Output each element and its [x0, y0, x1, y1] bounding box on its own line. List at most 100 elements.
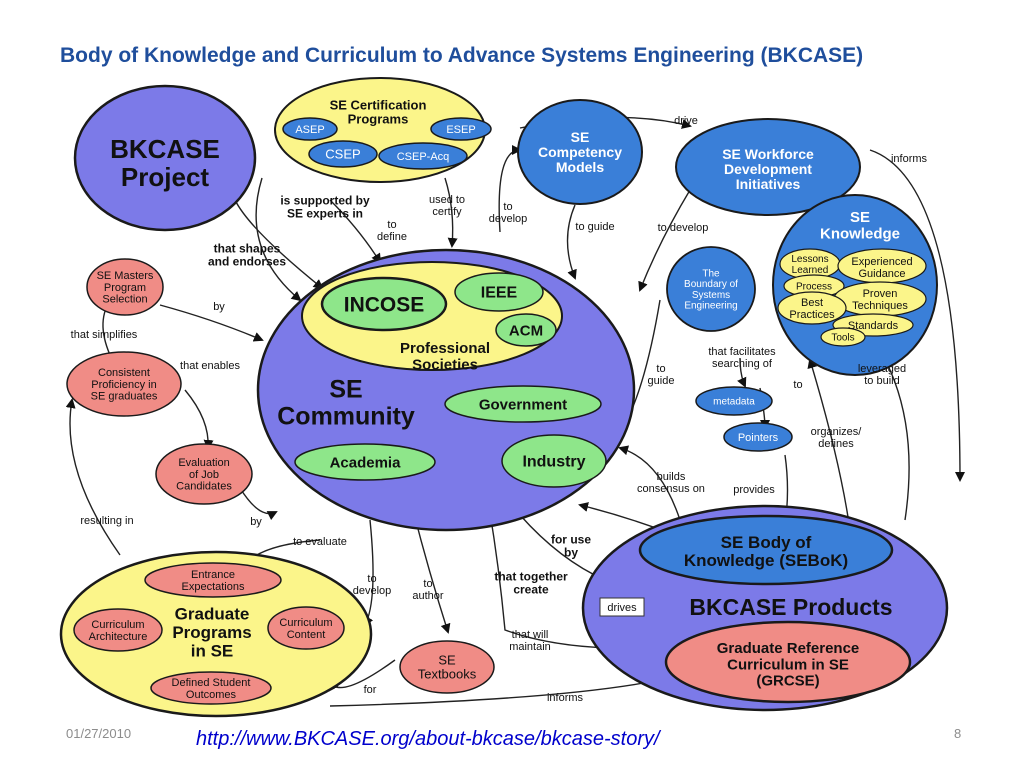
page-title: Body of Knowledge and Curriculum to Adva… [60, 44, 864, 67]
node-acm [495, 313, 557, 347]
node-incose [320, 276, 448, 332]
node-boundary-of-se [666, 246, 756, 332]
node-curriculum-architecture [73, 608, 163, 652]
node-esep-label: ESEP [446, 124, 475, 136]
edge-cert-to-define [329, 199, 382, 264]
label-organizes-defines: organizes/defines [811, 426, 863, 450]
node-tools [820, 327, 866, 347]
label-for: for [364, 684, 377, 696]
node-ieee-label: IEEE [481, 285, 518, 302]
edge-competency-to-guide [566, 204, 577, 280]
node-asep [282, 117, 338, 141]
node-bkcase-project [73, 84, 257, 232]
footer-page-number: 8 [954, 726, 962, 741]
label-that-enables: that enables [180, 360, 240, 372]
edge-project-supported-by [234, 199, 324, 290]
label-provides: provides [733, 484, 775, 496]
label-to: to [793, 379, 802, 391]
drives-box [599, 597, 645, 617]
node-se-textbooks [399, 640, 495, 694]
node-defined-student-outcomes [150, 671, 272, 705]
label-to-guide-1: to guide [575, 221, 614, 233]
node-incose-label: INCOSE [344, 293, 425, 316]
node-csep [308, 140, 378, 168]
node-csep-label: CSEP [325, 147, 360, 162]
edge-sebok-organizes [807, 358, 851, 531]
label-to-evaluate: to evaluate [293, 536, 347, 548]
node-csep-acq [378, 142, 468, 170]
node-industry-label: Industry [522, 454, 585, 471]
node-evaluation-candidates [155, 443, 253, 505]
edge-masters-by-community [159, 304, 264, 342]
node-metadata [695, 386, 773, 416]
edge-workforce-to-develop [638, 189, 691, 292]
node-government [444, 385, 602, 423]
edge-grad-resulting-in [65, 398, 121, 556]
edge-evaluation-by-community [239, 487, 278, 521]
label-drive: drive [674, 115, 698, 127]
edge-sebok-builds-consensus [618, 445, 681, 521]
label-informs-top: informs [891, 153, 928, 165]
node-metadata-label: metadata [713, 397, 755, 408]
node-asep-label: ASEP [295, 124, 324, 136]
node-best-practices [777, 291, 847, 325]
edge-project-shapes-endorses [255, 177, 302, 302]
node-ieee [454, 272, 544, 312]
edge-consistent-enables-evaluation [184, 389, 214, 450]
node-se-competency-models [517, 99, 643, 205]
edge-grad-informs [329, 676, 662, 707]
node-entrance-expectations [144, 562, 282, 598]
node-grcse [664, 620, 912, 704]
node-curriculum-content [267, 606, 345, 650]
node-standards-label: Standards [848, 320, 899, 332]
node-se-masters-selection [86, 258, 164, 316]
label-to-develop-2: to develop [658, 222, 709, 234]
node-esep [430, 117, 492, 141]
node-academia [294, 443, 436, 481]
footer-url-link[interactable]: http://www.BKCASE.org/about-bkcase/bkcas… [196, 728, 660, 750]
node-industry [501, 434, 607, 488]
node-consistent-proficiency [66, 351, 182, 417]
edge-community-to-competency [498, 145, 522, 233]
drives-box-label: drives [607, 602, 637, 614]
footer-date: 01/27/2010 [66, 726, 132, 741]
node-graduate-programs [59, 550, 373, 718]
label-by-1: by [213, 301, 225, 313]
node-academia-label: Academia [330, 454, 402, 471]
node-se-workforce [675, 118, 861, 216]
node-bkcase-products-label: BKCASE Products [689, 594, 892, 620]
label-by-2: by [250, 516, 262, 528]
